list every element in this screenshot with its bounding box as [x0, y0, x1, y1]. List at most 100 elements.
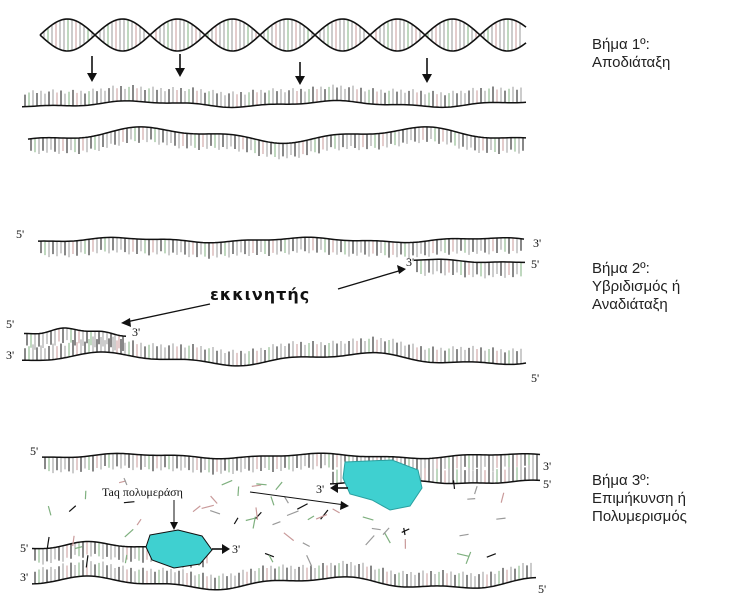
free-nucleotide	[125, 555, 126, 563]
free-nucleotide	[460, 534, 469, 535]
three-prime-label: 3'	[6, 348, 14, 362]
step-2-label: Βήμα 2º: Υβριδισμός ή Αναδιάταξη	[592, 260, 732, 314]
step-3-title: Βήμα 3º:	[592, 472, 732, 490]
free-nucleotide	[466, 552, 471, 564]
step-3-label: Βήμα 3º: Επιμήκυνση ή Πολυμερισμός	[592, 472, 732, 526]
step-3-name: Επιμήκυνση ή	[592, 490, 732, 508]
free-nucleotide	[384, 532, 390, 543]
taq-polymerase-label: Taq πολυμεράση	[102, 485, 183, 499]
five-prime-label: 5'	[6, 317, 14, 331]
dna-backbone	[40, 19, 526, 51]
arrow-icon	[250, 492, 349, 510]
five-prime-label: 5'	[20, 541, 28, 555]
free-nucleotide	[252, 485, 261, 486]
free-nucleotide	[366, 536, 375, 545]
free-nucleotide	[303, 543, 310, 547]
single-strand	[38, 237, 524, 259]
five-prime-label: 5'	[531, 257, 539, 271]
free-nucleotide	[307, 555, 312, 566]
five-prime-label: 5'	[543, 477, 551, 491]
three-prime-label: 3'	[316, 482, 324, 496]
free-nucleotide	[238, 487, 239, 496]
three-prime-label: 3'	[406, 255, 414, 269]
five-prime-label: 5'	[531, 371, 539, 385]
step-1-label: Βήμα 1º: Αποδιάταξη	[592, 36, 732, 72]
free-nucleotide	[404, 528, 405, 535]
strand-backbone	[32, 576, 536, 590]
step-1-title: Βήμα 1º:	[592, 36, 732, 54]
free-nucleotide	[287, 511, 299, 516]
dna-strands	[22, 85, 540, 590]
strand-backbone	[414, 259, 525, 262]
free-nucleotide	[73, 536, 74, 546]
free-nucleotide	[210, 511, 220, 514]
free-nucleotide	[47, 537, 49, 548]
free-nucleotide	[372, 528, 381, 529]
three-prime-label: 3'	[132, 325, 140, 339]
free-nucleotide	[222, 480, 233, 484]
free-nucleotide	[383, 528, 389, 535]
three-prime-label: 3'	[20, 570, 28, 584]
free-nucleotide	[457, 554, 469, 557]
arrow-icon	[338, 265, 406, 289]
free-nucleotide	[297, 504, 307, 509]
step-2-title: Βήμα 2º:	[592, 260, 732, 278]
down-arrow-icon	[295, 62, 305, 85]
down-arrow-icon	[170, 500, 178, 530]
primer-label: εκκινητής	[210, 285, 310, 304]
free-nucleotide	[333, 509, 340, 513]
five-prime-label: 5'	[538, 582, 546, 596]
free-nucleotide	[496, 518, 505, 519]
three-prime-label: 3'	[533, 236, 541, 250]
free-nucleotide	[86, 555, 88, 567]
free-nucleotide	[284, 533, 294, 541]
step-2-name-alt: Αναδιάταξη	[592, 296, 732, 314]
single-strand	[28, 127, 526, 159]
strand-backbone	[22, 352, 526, 366]
arrow-icon	[212, 544, 230, 554]
free-nucleotide	[256, 484, 266, 485]
primer-annotation: εκκινητής	[121, 265, 406, 327]
free-nucleotide	[69, 506, 76, 512]
free-nucleotide	[234, 518, 238, 524]
single-strand	[22, 336, 526, 365]
dna-backbone	[40, 19, 526, 51]
free-nucleotide	[308, 516, 314, 520]
down-arrow-icon	[87, 56, 97, 82]
down-arrow-icon	[175, 54, 185, 77]
free-nucleotide	[211, 496, 218, 503]
free-nucleotide	[402, 529, 410, 532]
strand-backbone	[22, 101, 526, 108]
five-prime-label: 5'	[30, 444, 38, 458]
five-prime-label: 5'	[16, 227, 24, 241]
down-arrow-icon	[422, 58, 432, 83]
free-nucleotide	[125, 529, 133, 537]
free-nucleotide	[75, 547, 82, 549]
free-nucleotide	[501, 493, 504, 503]
single-strand	[22, 85, 526, 108]
taq-polymerase-blob	[343, 460, 422, 510]
strand-end-labels: 5' 3' 5' 3' 5' 3' 3' 5' 5' 3' 5' 3' 5' 3…	[6, 227, 551, 596]
three-prime-label: 3'	[543, 459, 551, 473]
step-2-name: Υβριδισμός ή	[592, 278, 732, 296]
free-nucleotide	[124, 502, 135, 503]
single-strand	[32, 560, 536, 590]
free-nucleotide	[202, 505, 214, 508]
arrow-icon	[121, 304, 210, 327]
free-nucleotide	[363, 517, 374, 520]
free-nucleotide	[467, 499, 475, 500]
free-nucleotide	[273, 522, 281, 525]
denaturation-arrows	[87, 54, 432, 85]
step-3-name-alt: Πολυμερισμός	[592, 508, 732, 526]
dna-double-helix	[40, 19, 526, 51]
step-1-name: Αποδιάταξη	[592, 54, 732, 72]
free-nucleotide	[271, 496, 274, 505]
free-nucleotide	[137, 519, 141, 525]
free-nucleotide	[193, 506, 200, 512]
single-strand	[414, 259, 525, 278]
single-strand	[24, 328, 126, 351]
three-prime-label: 3'	[232, 542, 240, 556]
taq-polymerase-blob	[146, 530, 212, 568]
free-nucleotide	[276, 482, 282, 490]
